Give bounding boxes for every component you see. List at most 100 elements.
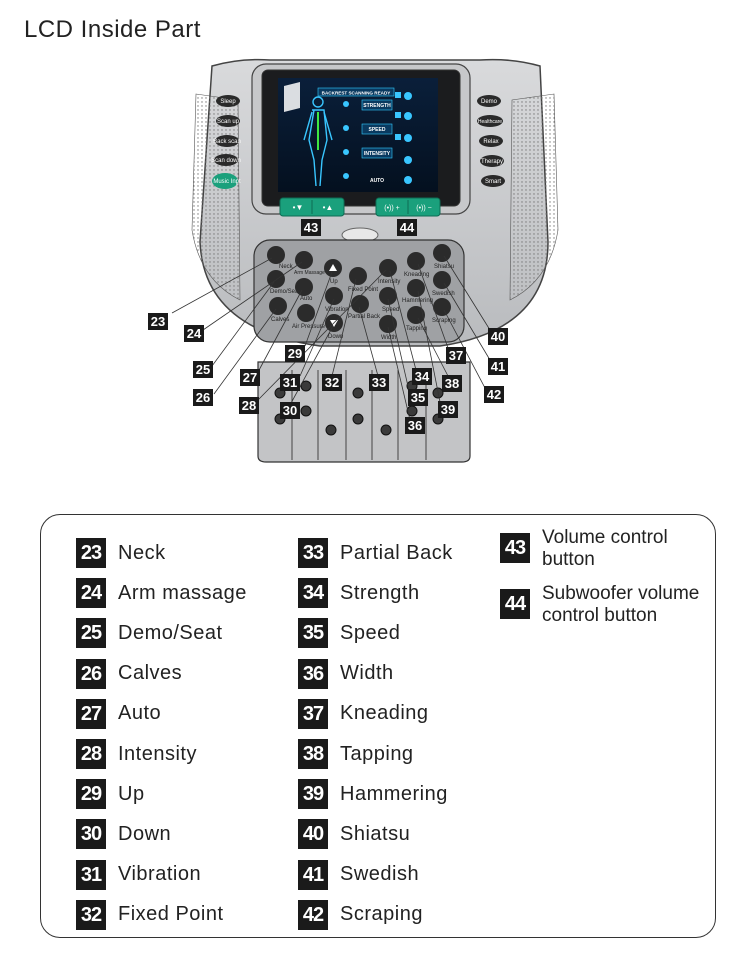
sleep-button[interactable]: Sleep [216, 95, 240, 107]
subwoofer-buttons[interactable]: (•)) + (•)) − [375, 197, 441, 217]
lcd-status-text: BACKREST SCANNING READY [322, 91, 391, 96]
svg-text:31: 31 [283, 375, 297, 390]
svg-text:25: 25 [196, 362, 210, 377]
svg-text:Relax: Relax [483, 139, 498, 145]
leader-lines [171, 255, 491, 421]
fixed-point-button[interactable]: Fixed Point [348, 267, 378, 293]
relax-button[interactable]: Relax [479, 135, 503, 147]
svg-text:38: 38 [445, 376, 459, 391]
healthcare-button[interactable]: Healthcare [477, 115, 503, 127]
music-input-button[interactable]: Music Inpt [212, 173, 241, 189]
calves-button[interactable]: Calves [269, 297, 289, 323]
svg-text:Width: Width [381, 335, 396, 341]
svg-text:Kneading: Kneading [404, 272, 429, 278]
tapping-button[interactable]: Tapping [406, 306, 427, 332]
svg-text:Swedish: Swedish [432, 291, 455, 297]
up-button[interactable]: Up [324, 259, 342, 285]
shiatsu-button[interactable]: Shiatsu [433, 244, 454, 270]
svg-text:Auto: Auto [300, 296, 313, 302]
svg-text:Down: Down [328, 334, 343, 340]
scan-up-button[interactable]: Scan up [216, 115, 240, 127]
svg-text:Scan up: Scan up [217, 119, 240, 125]
scan-down-button[interactable]: Scan down [211, 154, 241, 166]
callout-32: 32 [322, 374, 342, 391]
legend-label: Vibration [118, 863, 202, 886]
callout-34: 34 [412, 368, 432, 385]
legend-number: 29 [76, 779, 106, 810]
svg-text:29: 29 [288, 346, 302, 361]
demo-button[interactable]: Demo [477, 95, 501, 107]
back-scan-button[interactable]: Back scan [213, 135, 241, 147]
legend-label: Up [118, 782, 145, 805]
svg-text:Scan down: Scan down [211, 158, 241, 164]
body-figure-icon [303, 96, 333, 187]
legend-label: Calves [118, 662, 183, 685]
legend-label: Swedish [340, 863, 420, 886]
svg-text:44: 44 [400, 220, 415, 235]
legend-label: Demo/Seat [118, 621, 223, 644]
svg-text:Therapy: Therapy [481, 159, 503, 165]
callout-31: 31 [280, 374, 300, 391]
legend-number: 30 [76, 819, 106, 850]
kneading-button[interactable]: Kneading [404, 252, 429, 278]
callout-29: 29 [285, 345, 305, 362]
legend-label: Speed [340, 621, 401, 644]
legend-number: 34 [298, 578, 328, 609]
svg-text:33: 33 [372, 375, 386, 390]
callout-24: 24 [184, 325, 204, 342]
legend-label: Strength [340, 581, 420, 604]
legend-label: Kneading [340, 702, 429, 725]
meter-intensity-label: INTENSITY [364, 151, 391, 157]
callout-37: 37 [446, 347, 466, 364]
volume-buttons[interactable]: •▼ •▲ [279, 197, 345, 217]
legend-label: Auto [118, 702, 162, 725]
svg-text:Smart: Smart [485, 179, 501, 185]
callout-38: 38 [442, 375, 462, 392]
auto-button[interactable]: Auto [295, 278, 313, 302]
lcd-auto-label: AUTO [370, 178, 384, 184]
right-speaker-grille [509, 93, 559, 301]
therapy-button[interactable]: Therapy [480, 155, 504, 167]
arm-massage-button[interactable]: Arm Massage [294, 251, 325, 276]
svg-text:Healthcare: Healthcare [478, 119, 502, 125]
svg-text:41: 41 [491, 359, 505, 374]
swedish-button[interactable]: Swedish [432, 271, 455, 297]
svg-text:32: 32 [325, 375, 339, 390]
scraping-button[interactable]: Scraping [432, 298, 456, 324]
legend-number: 40 [298, 819, 328, 850]
svg-text:43: 43 [304, 220, 318, 235]
lcd-screen: BACKREST SCANNING READY STRENGTH SPEED I… [278, 78, 438, 192]
callout-23: 23 [148, 313, 168, 330]
svg-text:28: 28 [242, 398, 256, 413]
legend-number: 25 [76, 618, 106, 649]
subwoofer-up-label: (•)) + [384, 205, 399, 212]
left-side-buttons: Sleep Scan up Back scan Scan down Music … [211, 95, 241, 189]
vibration-button[interactable]: Vibration [325, 287, 349, 313]
partial-back-button[interactable]: Partial Back [348, 295, 381, 320]
callouts: 23 24 25 26 27 28 29 30 31 32 33 34 35 3… [148, 219, 508, 434]
svg-text:42: 42 [487, 387, 501, 402]
volume-up-label: •▲ [323, 203, 334, 212]
legend-number: 31 [76, 859, 106, 890]
legend-number: 24 [76, 578, 106, 609]
neck-button[interactable]: Neck [267, 246, 294, 270]
callout-40: 40 [488, 328, 508, 345]
air-pressure-button[interactable]: Air Pressure [292, 304, 326, 330]
hammering-button[interactable]: Hammering [402, 279, 433, 304]
legend-number: 39 [298, 779, 328, 810]
svg-text:Fixed Point: Fixed Point [348, 287, 378, 293]
demo-seat-button[interactable]: Demo/Seat [267, 270, 300, 295]
legend-item: 29 Up [76, 774, 247, 814]
svg-text:24: 24 [187, 326, 202, 341]
smart-button[interactable]: Smart [481, 175, 505, 187]
